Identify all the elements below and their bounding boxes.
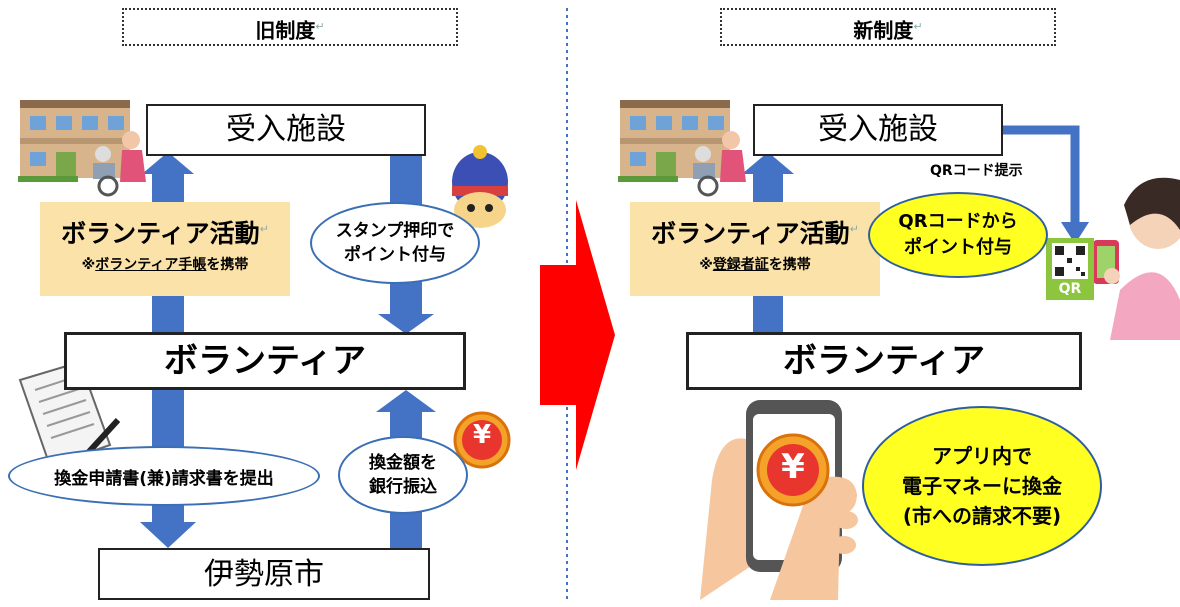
qr-present-label: QRコード提示: [930, 163, 1023, 179]
old-transfer-line2: 銀行振込: [369, 477, 437, 497]
new-app-oval: アプリ内で 電子マネーに換金 (市への請求不要): [862, 406, 1102, 566]
qr-code-icon: [1046, 238, 1094, 300]
person-phone-icon: [1093, 177, 1180, 340]
new-qr-points-line1: QRコードから: [898, 211, 1018, 232]
old-activity-note: ボランティア活動↵ ※ボランティア手帳を携帯: [40, 202, 290, 296]
new-system-header-text: 新制度: [853, 18, 914, 43]
old-system-header-text: 旧制度: [255, 18, 316, 43]
new-volunteer-box: ボランティア: [686, 332, 1082, 390]
new-qr-points-line2: ポイント付与: [903, 237, 1012, 258]
old-volunteer-box: ボランティア: [64, 332, 466, 390]
old-system-header: 旧制度↵: [122, 8, 458, 46]
new-app-line1: アプリ内で: [932, 444, 1032, 468]
new-activity-subnote: ※登録者証を携帯: [699, 257, 811, 273]
old-transfer-oval: 換金額を 銀行振込: [338, 436, 468, 514]
caregiver-icon: [93, 131, 146, 197]
new-qr-arrow: [1003, 125, 1080, 228]
yen-coin-icon: [756, 433, 830, 507]
old-activity-subnote: ※ボランティア手帳を携帯: [81, 257, 249, 273]
new-app-line2: 電子マネーに換金: [902, 474, 1062, 498]
new-system-header: 新制度↵: [720, 8, 1056, 46]
old-stamp-oval: スタンプ押印で ポイント付与: [310, 202, 480, 284]
old-transfer-line1: 換金額を: [369, 453, 437, 473]
building-icon: [618, 100, 730, 182]
old-facility-box: 受入施設: [146, 104, 426, 156]
old-city-box: 伊勢原市: [98, 548, 430, 600]
new-app-line3: (市への請求不要): [902, 504, 1062, 528]
new-activity-note: ボランティア活動↵ ※登録者証を携帯: [630, 202, 880, 296]
new-activity-title: ボランティア活動↵: [651, 219, 859, 248]
new-facility-box: 受入施設: [753, 104, 1003, 156]
qr-label: QR: [1058, 281, 1082, 297]
old-application-text: 換金申請書(兼)請求書を提出: [54, 468, 274, 489]
new-qr-arrow-head: [1061, 222, 1089, 244]
red-arrow-icon: [540, 200, 615, 470]
yen-coin-icon: [453, 411, 511, 469]
old-activity-title: ボランティア活動↵: [61, 219, 269, 248]
mascot-icon: [452, 145, 508, 228]
old-stamp-line2: ポイント付与: [344, 245, 446, 265]
yen-symbol-old: ¥: [472, 420, 492, 450]
yen-symbol-new: ¥: [781, 447, 805, 487]
new-qr-points-oval: QRコードから ポイント付与: [868, 192, 1048, 278]
old-application-oval: 換金申請書(兼)請求書を提出: [8, 446, 320, 506]
caregiver-icon: [693, 131, 746, 197]
old-stamp-line1: スタンプ押印で: [335, 221, 455, 241]
